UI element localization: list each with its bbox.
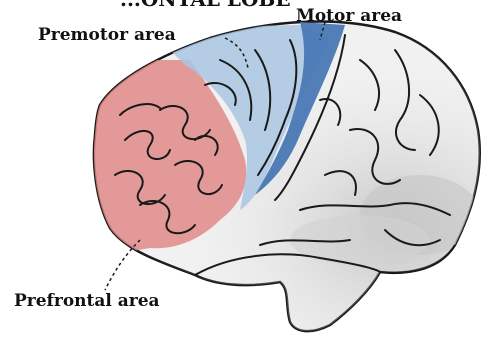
prefrontal-area-label: Prefrontal area — [14, 291, 160, 311]
header-text: ...ONTAL LOBE — [120, 0, 291, 11]
premotor-area-label: Premotor area — [38, 25, 176, 45]
motor-area-label: Motor area — [296, 6, 402, 26]
